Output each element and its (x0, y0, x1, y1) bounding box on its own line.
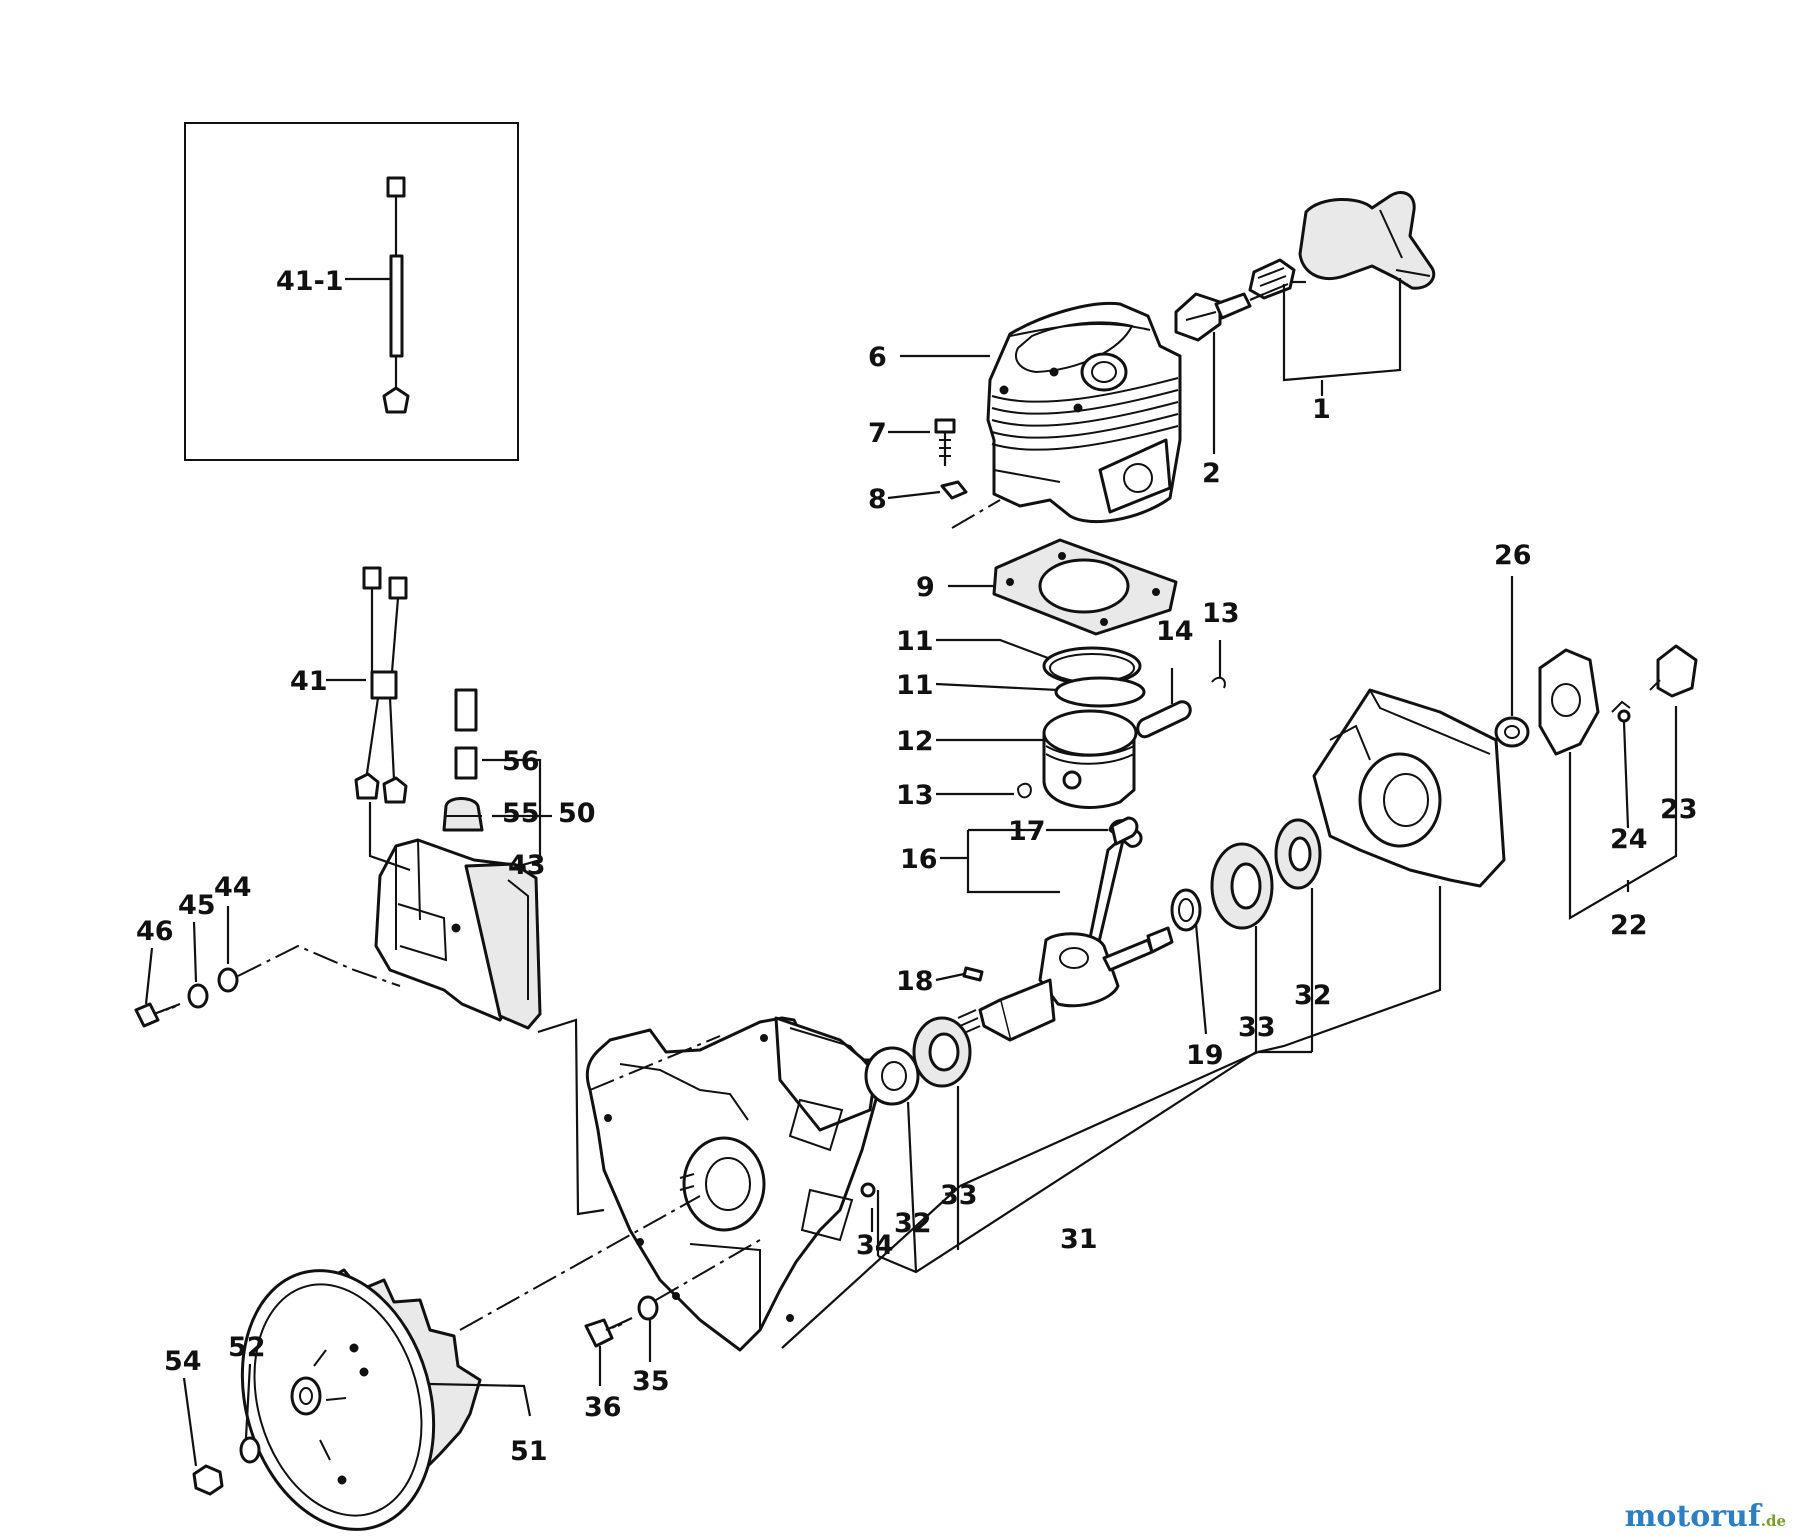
cylinder-washer-part (940, 480, 968, 500)
coil-washer-part (187, 967, 239, 1009)
piston-pin-part (1136, 700, 1192, 739)
crankcase-left-part (585, 1016, 880, 1352)
case-pin-part (860, 1182, 876, 1198)
flywheel-part (240, 1268, 482, 1531)
bearing-left-part (912, 1016, 972, 1088)
label-18: 18 (896, 966, 934, 997)
spark-plug-cap-part (1248, 191, 1436, 300)
crankshaft-part (957, 819, 1174, 1042)
cylinder-gasket-part (992, 538, 1178, 636)
bearing-right-part (1210, 818, 1322, 930)
label-52: 52 (228, 1332, 266, 1363)
case-screw-part (584, 1317, 633, 1348)
label-31: 31 (1060, 1224, 1098, 1255)
label-13-upper: 13 (1202, 598, 1240, 629)
ignition-lead-part (354, 566, 411, 872)
label-33-right: 33 (1238, 1012, 1276, 1043)
label-54: 54 (164, 1346, 202, 1377)
crank-key-part (962, 966, 984, 982)
label-24: 24 (1610, 824, 1648, 855)
label-36: 36 (584, 1392, 622, 1423)
label-2: 2 (1202, 458, 1221, 489)
label-41-1: 41-1 (276, 266, 344, 297)
label-13-lower: 13 (896, 780, 934, 811)
label-46: 46 (136, 916, 174, 947)
label-43: 43 (508, 850, 546, 881)
label-26: 26 (1494, 540, 1532, 571)
label-32-left: 32 (894, 1208, 932, 1239)
crankcase-right-part (1312, 688, 1506, 888)
label-55: 55 (502, 798, 540, 829)
flywheel-nut-part (192, 1464, 224, 1496)
label-1: 1 (1312, 394, 1331, 425)
label-23: 23 (1660, 794, 1698, 825)
watermark-main: motoruf (1624, 1499, 1761, 1534)
label-32-right: 32 (1294, 980, 1332, 1011)
label-14: 14 (1156, 616, 1194, 647)
spark-plug-part (1174, 292, 1265, 342)
part-labels: 41-1 1 2 6 7 8 9 11 11 12 13 13 14 16 17… (136, 266, 1698, 1467)
site-watermark: motoruf.de (1625, 1499, 1786, 1534)
inset-box-cable-41-1 (184, 122, 519, 461)
label-56: 56 (502, 746, 540, 777)
ignition-coil-part (374, 838, 542, 1030)
piston-rings-part (1042, 646, 1146, 708)
starter-pawl-part (1494, 644, 1698, 756)
oil-seal-left-part (864, 1046, 920, 1106)
label-33-left: 33 (940, 1180, 978, 1211)
label-19: 19 (1186, 1040, 1224, 1071)
label-9: 9 (916, 572, 935, 603)
plug-boot-part (442, 688, 484, 832)
label-44: 44 (214, 872, 252, 903)
label-35: 35 (632, 1366, 670, 1397)
watermark-tld: .de (1760, 1512, 1786, 1530)
case-washer-part (637, 1295, 659, 1321)
piston-part (1042, 709, 1138, 809)
rod-bearing-part (1110, 816, 1139, 846)
label-12: 12 (896, 726, 934, 757)
label-11-upper: 11 (896, 626, 934, 657)
label-50: 50 (558, 798, 596, 829)
label-7: 7 (868, 418, 887, 449)
oil-seal-right-part (1170, 888, 1202, 932)
label-41: 41 (290, 666, 328, 697)
label-8: 8 (868, 484, 887, 515)
label-34: 34 (856, 1230, 894, 1261)
label-51: 51 (510, 1436, 548, 1467)
leader-lines (144, 278, 1678, 1467)
flywheel-washer-part (239, 1436, 261, 1464)
label-11-lower: 11 (896, 670, 934, 701)
label-45: 45 (178, 890, 216, 921)
label-17: 17 (1008, 816, 1046, 847)
label-22: 22 (1610, 910, 1648, 941)
piston-clip-part (1017, 676, 1226, 799)
cylinder-screw-part (934, 418, 956, 466)
cylinder-part (986, 301, 1182, 523)
label-6: 6 (868, 342, 887, 373)
coil-screw-part (134, 1002, 181, 1028)
label-16: 16 (900, 844, 938, 875)
